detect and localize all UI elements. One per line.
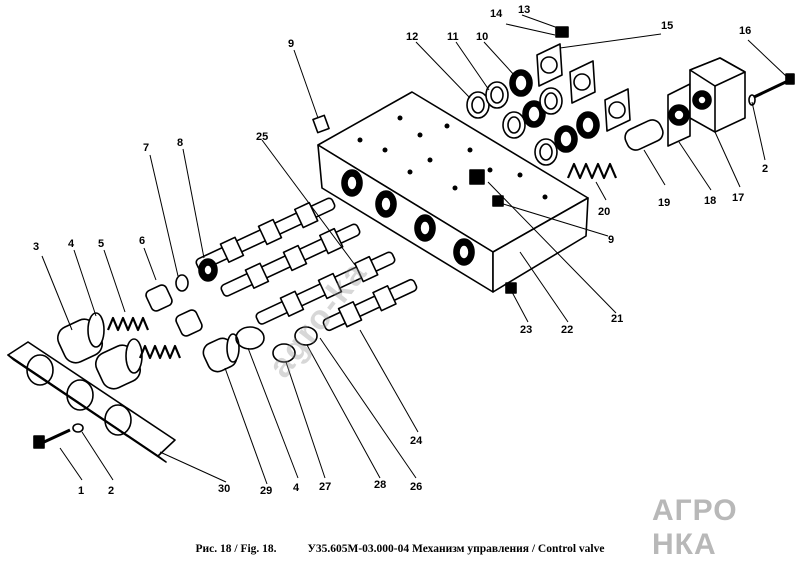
valve-body <box>317 91 589 293</box>
callout-26: 26 <box>410 481 422 493</box>
spools <box>195 197 418 332</box>
left-springs <box>106 316 182 360</box>
callout-9: 9 <box>288 38 294 50</box>
callout-30: 30 <box>218 483 230 495</box>
leader-lines <box>41 14 787 485</box>
callout-19: 19 <box>658 197 670 209</box>
callout-7: 7 <box>143 142 149 154</box>
callout-25: 25 <box>256 131 268 143</box>
callout-10: 10 <box>476 31 488 43</box>
callout-9b: 9 <box>608 234 614 246</box>
callout-18: 18 <box>704 195 716 207</box>
callout-8: 8 <box>177 137 183 149</box>
gasket-plates <box>536 43 631 132</box>
callout-29: 29 <box>260 485 272 497</box>
right-spring <box>566 162 618 180</box>
bolts-and-screws <box>312 26 795 294</box>
figure-title: У35.605М-03.000-04 Механизм управления /… <box>307 543 605 555</box>
callout-17: 17 <box>732 192 744 204</box>
callout-3: 3 <box>33 241 39 253</box>
callout-labels: 1 2 2 3 4 4 5 6 7 8 9 9 10 11 12 13 14 1… <box>33 4 768 497</box>
left-caps <box>56 312 240 390</box>
flange-plate <box>7 341 176 463</box>
o-rings <box>235 326 318 363</box>
callout-2: 2 <box>108 485 114 497</box>
callout-4: 4 <box>68 238 75 250</box>
callout-27: 27 <box>319 481 331 493</box>
callout-22: 22 <box>561 324 573 336</box>
callout-15: 15 <box>661 20 673 32</box>
right-seal-rings <box>466 69 600 166</box>
callout-20: 20 <box>598 206 610 218</box>
callout-24: 24 <box>410 435 423 447</box>
left-bolt <box>33 423 84 449</box>
callout-2b: 2 <box>762 163 768 175</box>
callout-11: 11 <box>447 31 459 43</box>
end-cover <box>624 57 746 151</box>
left-bushings <box>145 258 218 337</box>
figure-caption: Рис. 18 / Fig. 18. У35.605М-03.000-04 Ме… <box>0 543 800 555</box>
callout-4b: 4 <box>293 482 300 494</box>
callout-12: 12 <box>406 31 418 43</box>
callout-23: 23 <box>520 324 532 336</box>
callout-16: 16 <box>739 25 751 37</box>
callout-1: 1 <box>78 485 84 497</box>
brand-logo: АГРО НКА <box>652 494 738 561</box>
callout-21: 21 <box>611 313 623 325</box>
callout-14: 14 <box>490 8 503 20</box>
callout-28: 28 <box>374 479 386 491</box>
callout-6: 6 <box>139 235 145 247</box>
figure-number: Рис. 18 / Fig. 18. <box>195 543 277 555</box>
callout-5: 5 <box>98 238 104 250</box>
callout-13: 13 <box>518 4 530 16</box>
